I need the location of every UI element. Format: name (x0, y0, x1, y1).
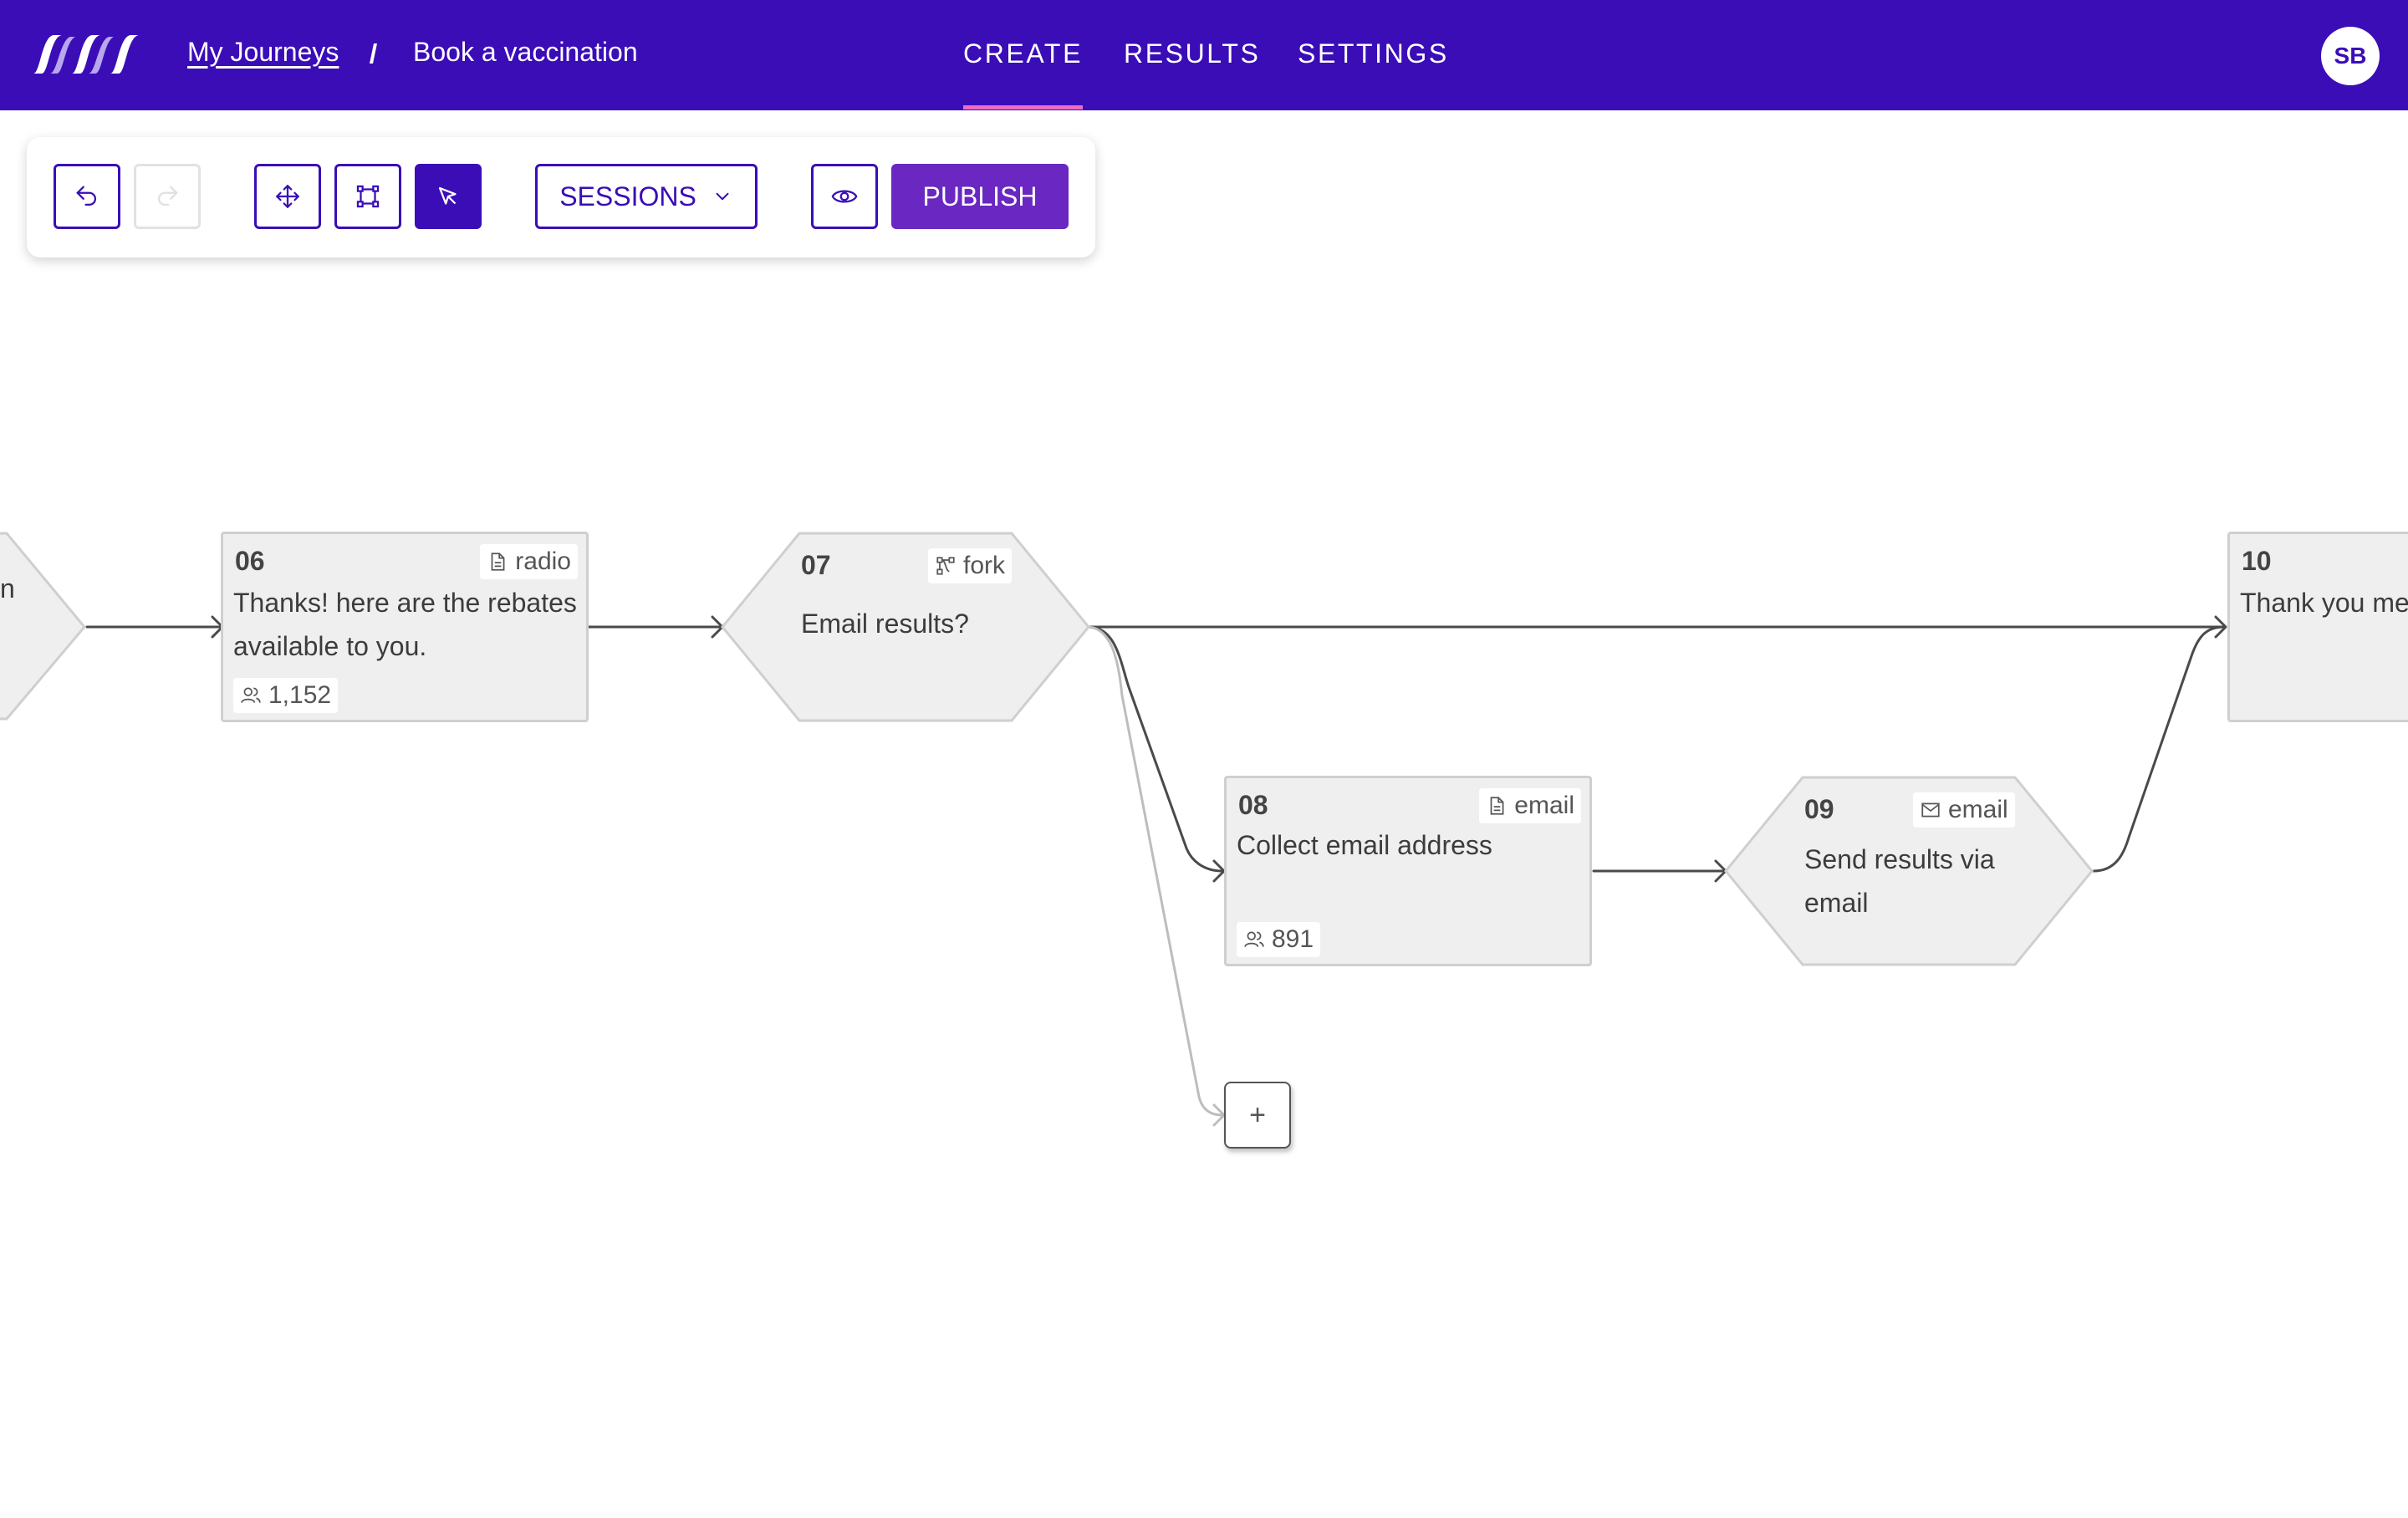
mail-icon (1921, 802, 1940, 818)
publish-button[interactable]: PUBLISH (891, 164, 1069, 229)
edge-09-10 (2092, 625, 2226, 873)
journey-canvas[interactable]: n 06 radio Thanks! here are the rebates … (0, 110, 2408, 1518)
users-icon (241, 687, 261, 703)
node-title: Thank you me (2240, 588, 2408, 618)
node-number: 10 (2242, 546, 2272, 576)
breadcrumb-separator-icon (370, 43, 377, 64)
chevron-down-icon (716, 192, 729, 201)
sessions-label: SESSIONS (559, 181, 696, 211)
node-type-badge: email (1913, 792, 2015, 828)
node-type-label: radio (515, 548, 571, 575)
edge-07-add (1087, 625, 1224, 1117)
redo-button[interactable] (134, 164, 201, 229)
undo-button[interactable] (54, 164, 120, 229)
node-title: n (0, 573, 15, 604)
node-type-label: email (1514, 792, 1574, 819)
move-icon (276, 185, 299, 208)
breadcrumb-current-journey: Book a vaccination (413, 37, 638, 67)
node-type-badge: email (1479, 788, 1581, 823)
session-count: 1,152 (268, 681, 332, 709)
add-step-button[interactable]: + (1224, 1082, 1291, 1149)
pointer-icon (438, 186, 457, 205)
move-tool-button[interactable] (254, 164, 321, 229)
top-bar: My Journeys Book a vaccination CREATE RE… (0, 0, 2408, 110)
node-type-label: fork (963, 552, 1006, 579)
node-type-badge: fork (928, 548, 1013, 583)
app-logo[interactable] (28, 32, 157, 77)
node-number: 06 (235, 546, 265, 576)
node-title: Collect email address (1237, 830, 1492, 860)
node-08[interactable]: 08 email Collect email address 891 (1224, 776, 1592, 966)
node-title-line-1: Thanks! here are the rebates (233, 588, 577, 618)
document-icon (491, 553, 505, 571)
node-05[interactable]: n (0, 532, 92, 721)
hexagon-shape (0, 532, 86, 721)
node-type-label: email (1948, 796, 2008, 823)
preview-button[interactable] (811, 164, 878, 229)
arrow-head-10a (2214, 615, 2227, 639)
users-icon (1244, 931, 1264, 947)
node-07[interactable]: 07 fork Email results? (721, 532, 1090, 722)
session-count-badge: 1,152 (233, 678, 339, 713)
sessions-dropdown[interactable]: SESSIONS (535, 164, 758, 229)
tab-results[interactable]: RESULTS (1124, 38, 1261, 69)
fork-icon (936, 557, 955, 575)
tab-create[interactable]: CREATE (963, 38, 1084, 110)
node-title: Email results? (801, 609, 969, 639)
document-icon (1490, 797, 1504, 815)
node-number: 09 (1804, 794, 1834, 824)
edge-07-08 (1087, 625, 1224, 873)
select-area-icon (356, 185, 380, 208)
breadcrumb-my-journeys[interactable]: My Journeys (187, 37, 339, 67)
undo-icon (76, 186, 96, 206)
node-number: 08 (1238, 790, 1268, 820)
pointer-tool-button[interactable] (415, 164, 482, 229)
node-10[interactable]: 10 Thank you me (2227, 532, 2408, 722)
user-avatar[interactable]: SB (2321, 27, 2380, 85)
node-type-badge: radio (480, 544, 578, 579)
editor-toolbar: SESSIONS PUBLISH (27, 137, 1095, 257)
session-count-badge: 891 (1237, 922, 1321, 957)
select-area-tool-button[interactable] (334, 164, 401, 229)
tab-settings[interactable]: SETTINGS (1298, 38, 1449, 69)
redo-icon (158, 186, 178, 206)
node-09[interactable]: 09 email Send results via email (1724, 776, 2094, 966)
node-number: 07 (801, 550, 831, 580)
node-title-line-1: Send results via (1804, 844, 1995, 874)
session-count: 891 (1272, 925, 1314, 953)
node-06[interactable]: 06 radio Thanks! here are the rebates av… (221, 532, 589, 722)
eye-icon (831, 190, 858, 203)
node-title-line-2: available to you. (233, 631, 427, 661)
node-title-line-2: email (1804, 888, 1869, 918)
